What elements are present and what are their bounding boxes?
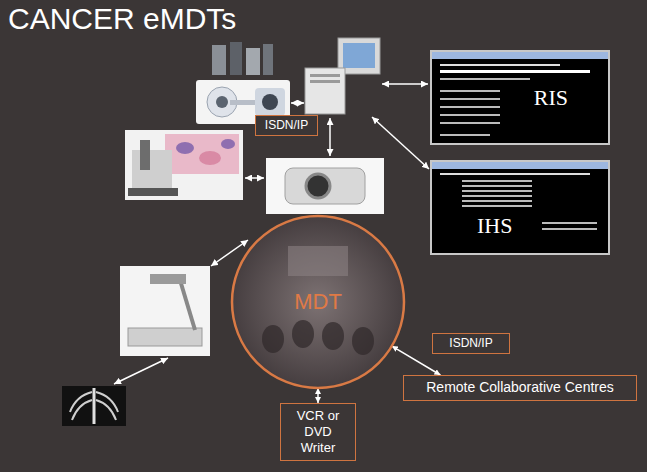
image-panel: [125, 130, 243, 200]
screen-content: [432, 52, 608, 143]
imaging-equipment: [196, 42, 290, 124]
link-arrow: [114, 358, 168, 384]
screen-line: [542, 222, 597, 224]
screen-line: [440, 98, 500, 100]
image-panel: [120, 266, 210, 356]
diagram-title: CANCER eMDTs: [8, 2, 236, 36]
meeting-person: [292, 320, 314, 348]
screen-line: [462, 205, 532, 207]
link-arrow: [291, 102, 304, 104]
screen-line: [440, 114, 500, 116]
link-arrow: [245, 177, 264, 179]
link-arrow: [329, 118, 331, 156]
screen-line: [440, 173, 590, 175]
mri-bore: [262, 94, 278, 110]
screen-line: [440, 134, 490, 136]
computer: [305, 38, 380, 114]
xray-film: [62, 386, 126, 426]
monitor-screen: [343, 43, 375, 68]
node-label: VCR or DVD Writer: [287, 408, 349, 457]
screen-line: [462, 200, 532, 202]
screen-line: [462, 180, 532, 182]
meeting-person: [352, 327, 374, 355]
microscope-body: [132, 150, 172, 190]
link-arrow: [372, 117, 429, 169]
meeting-circle: [232, 216, 404, 388]
mri-scanner: [255, 88, 285, 116]
node-label: Remote Collaborative Centres: [426, 379, 614, 397]
device-icon: [212, 45, 226, 75]
ct-bore: [216, 96, 228, 108]
screen-line: [440, 64, 560, 66]
tower: [305, 68, 345, 114]
meeting-screen: [288, 246, 348, 276]
projector-lens: [306, 174, 330, 198]
device-icon: [263, 44, 273, 75]
camera-head: [150, 274, 186, 284]
tissue-cell: [199, 151, 221, 165]
link-arrow: [382, 83, 428, 85]
xray-spine: [93, 388, 96, 424]
screen-line: [440, 78, 530, 80]
network-box: ISDN/IP: [432, 333, 510, 354]
screen-line: [432, 52, 608, 59]
drive-bay: [310, 74, 340, 77]
screen-content: [432, 162, 608, 253]
device-icon: [246, 48, 260, 75]
recorder-box: VCR or DVD Writer: [280, 403, 356, 461]
screen-line: [440, 70, 590, 73]
meeting-person: [322, 322, 344, 350]
node-label: ISDN/IP: [265, 118, 308, 133]
tissue-slide: [165, 134, 239, 174]
image-panel: [266, 158, 384, 214]
node-label: MDT: [294, 289, 342, 315]
xray-image: [62, 386, 126, 426]
connector-arrow: [317, 388, 319, 403]
screen-line: [440, 90, 500, 92]
tissue-cell: [221, 139, 235, 149]
network-box: ISDN/IP: [255, 115, 318, 136]
document-camera: [120, 266, 210, 356]
screen-line: [462, 185, 532, 187]
ihs-screen: IHS: [430, 160, 610, 255]
screen-line: [440, 106, 500, 108]
meeting-person: [262, 325, 284, 353]
projector-body: [285, 168, 365, 204]
mdt-circle: MDT: [230, 214, 406, 390]
screen-line: [440, 122, 500, 124]
node-label: IHS: [477, 213, 512, 239]
node-label: ISDN/IP: [449, 336, 492, 351]
scanner-table: [230, 100, 256, 105]
remote-centres-box: Remote Collaborative Centres: [403, 375, 637, 401]
screen-line: [462, 195, 532, 197]
screen-line: [432, 162, 608, 169]
camera-arm: [180, 280, 195, 330]
device-icon: [230, 42, 242, 75]
microscope-tube: [140, 140, 150, 170]
screen-line: [542, 228, 597, 230]
screen-line: [462, 190, 532, 192]
drive-bay: [310, 80, 340, 83]
tissue-cell: [176, 142, 194, 154]
ris-screen: RIS: [430, 50, 610, 145]
camera-base: [128, 328, 202, 346]
projector: [266, 158, 384, 214]
microscope-image: [125, 130, 243, 200]
microscope-base: [128, 188, 178, 196]
node-label: RIS: [534, 85, 568, 111]
